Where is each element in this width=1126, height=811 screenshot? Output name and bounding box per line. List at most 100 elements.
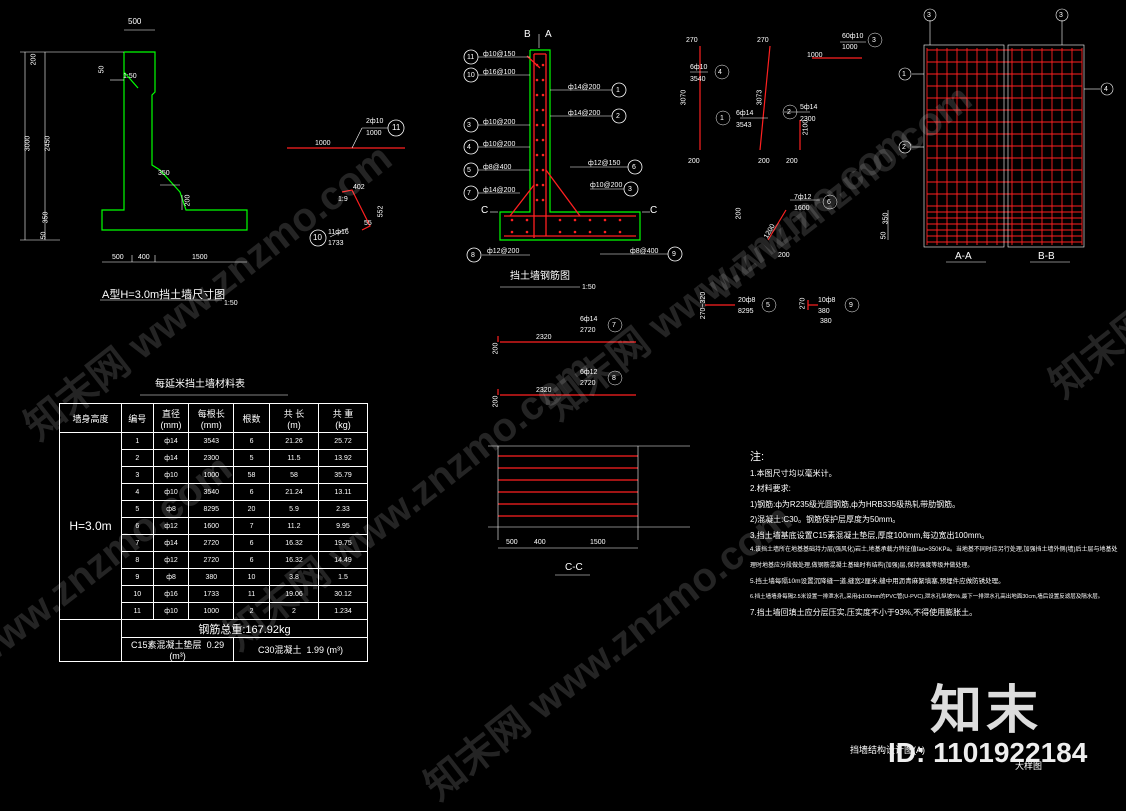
bar-10-leader: [329, 227, 349, 238]
dim-left-5: 50: [40, 231, 48, 240]
blank-cell: [58, 619, 123, 662]
bar7-len: 2720: [580, 327, 596, 334]
bar5-spec: 20ф8: [738, 297, 756, 304]
bar1-spec: 6ф14: [736, 110, 754, 117]
left-dims: [20, 29, 247, 301]
rebar-dots: [510, 63, 622, 234]
callout-9-tag: 7: [467, 190, 471, 197]
cell: ф12: [152, 551, 190, 569]
section-cut-lines: [490, 34, 650, 288]
callout-3-tag: 1: [616, 87, 620, 94]
cell: 58: [269, 466, 319, 484]
callout-7-tag: 5: [467, 167, 471, 174]
bar7-dim2: 2320: [536, 334, 552, 341]
th-total-wt-unit: (kg): [335, 419, 351, 430]
notes-line: 7.挡土墙回填土应分层压实,压实度不小于93%,不得使用膨胀土。: [750, 608, 978, 617]
callout-11-tag: 8: [471, 252, 475, 259]
th-total-len: 共 长(m): [269, 403, 319, 433]
th-count: 根数: [233, 403, 270, 433]
bar7-dim1: 200: [492, 342, 500, 355]
th-no: 编号: [121, 403, 154, 433]
c15-value: 0.29 (m³): [169, 640, 225, 661]
bar9-len: 380: [818, 308, 830, 315]
dim-left-1: 200: [30, 53, 38, 66]
th-total-len-unit: (m): [287, 419, 301, 430]
bar4-dim3: 200: [688, 158, 700, 165]
dim-left-3: 2450: [44, 135, 52, 152]
cell: ф10: [152, 466, 190, 484]
cell: 1733: [188, 585, 235, 603]
aa-dim-2: 350: [882, 212, 890, 225]
cc-dim-1: 500: [506, 539, 518, 546]
bar-10-d2: 1:9: [338, 196, 348, 203]
bar3-tag: 3: [872, 37, 876, 44]
bar-10-len: 1733: [328, 240, 344, 247]
aa-tag-3: 1: [902, 71, 906, 78]
section-label-b: B: [524, 29, 531, 40]
aa-tag-4: 4: [1104, 86, 1108, 93]
c15-label: C15素混凝土垫层: [131, 640, 202, 650]
bar-11-tag-circle: [387, 119, 405, 137]
footer-sub: 大样图: [1015, 761, 1043, 771]
section-label-a: A: [545, 29, 552, 40]
dim-top: 500: [128, 17, 142, 26]
bar-10-tag: 10: [313, 233, 322, 242]
bar3-spec: 60ф10: [842, 33, 864, 40]
bar9-tag: 9: [849, 302, 853, 309]
bar4-spec: 6ф10: [690, 64, 708, 71]
bar-shape-leaders: [607, 32, 883, 386]
callout-6: ф10@200: [483, 141, 516, 148]
notes-line: 5.挡土墙每隔10m设置沉降缝一道,缝宽2厘米,缝中用沥青麻絮填塞,预埋件应做防…: [750, 578, 1005, 585]
aa-tag-2: 3: [1059, 12, 1063, 19]
cell: ф16: [152, 585, 190, 603]
dim-bottom-2: 400: [138, 254, 150, 261]
th-len-unit: (mm): [200, 419, 222, 430]
callout-2: ф16@100: [483, 69, 516, 76]
callout-11: ф12@200: [487, 248, 520, 255]
notes-heading: 注:: [750, 451, 765, 463]
callout-4-tag: 2: [616, 113, 620, 120]
notes-line: 1.本图尺寸均以毫米计。: [750, 468, 837, 478]
dim-small-1: 50: [98, 65, 106, 74]
rebar-scale: 1:50: [582, 284, 596, 291]
callout-10-tag: 3: [628, 186, 632, 193]
callout-10: ф10@200: [590, 182, 623, 189]
left-drawing-scale: 1:50: [224, 300, 238, 307]
bar7-tag: 7: [612, 322, 616, 329]
cell: 3: [121, 466, 154, 484]
bar-10-d3: 552: [377, 205, 385, 218]
th-dia-label: 直径: [162, 408, 181, 419]
cell: ф14: [152, 432, 190, 450]
id-label: ID: 1101922184: [888, 737, 1088, 768]
bar8-dim2: 2320: [536, 387, 552, 394]
dim-bottom-1: 500: [112, 254, 124, 261]
bar9-dim2: 380: [820, 318, 832, 325]
callout-3: ф14@200: [568, 84, 601, 91]
table-total-row: 钢筋总重:167.92kg: [58, 619, 368, 662]
table-header-row: 墙身高度 编号 直径(mm) 每根长(mm) 根数 共 长(m) 共 重(kg): [58, 403, 369, 433]
th-len-label: 每根长: [197, 408, 225, 419]
notes-line: 3.挡土墙基底设置C15素混凝土垫层,厚度100mm,每边宽出100mm。: [750, 530, 990, 540]
cell: 7: [233, 517, 270, 535]
bar-10-spec: 11ф16: [328, 229, 349, 236]
bar-10-tag-circle: [309, 229, 327, 247]
bar9-dim1: 270: [799, 297, 807, 310]
bar3-len: 1000: [842, 44, 858, 51]
c30-cell: C30混凝土 1.99 (m³): [233, 637, 368, 662]
dim-left-4: 350: [42, 211, 50, 224]
cell: 10: [121, 585, 154, 603]
cell: ф14: [152, 449, 190, 467]
cell: 2720: [188, 551, 235, 569]
bar1-dim1: 270: [757, 37, 769, 44]
bar9-spec: 10ф8: [818, 297, 836, 304]
cell: 6: [233, 534, 270, 552]
cc-dim-3: 1500: [590, 539, 606, 546]
rebar-callout-leaders: [478, 56, 668, 256]
aa-tag-5: 2: [902, 144, 906, 151]
bar4-dim1: 270: [686, 37, 698, 44]
bar2-dim2: 200: [786, 158, 798, 165]
